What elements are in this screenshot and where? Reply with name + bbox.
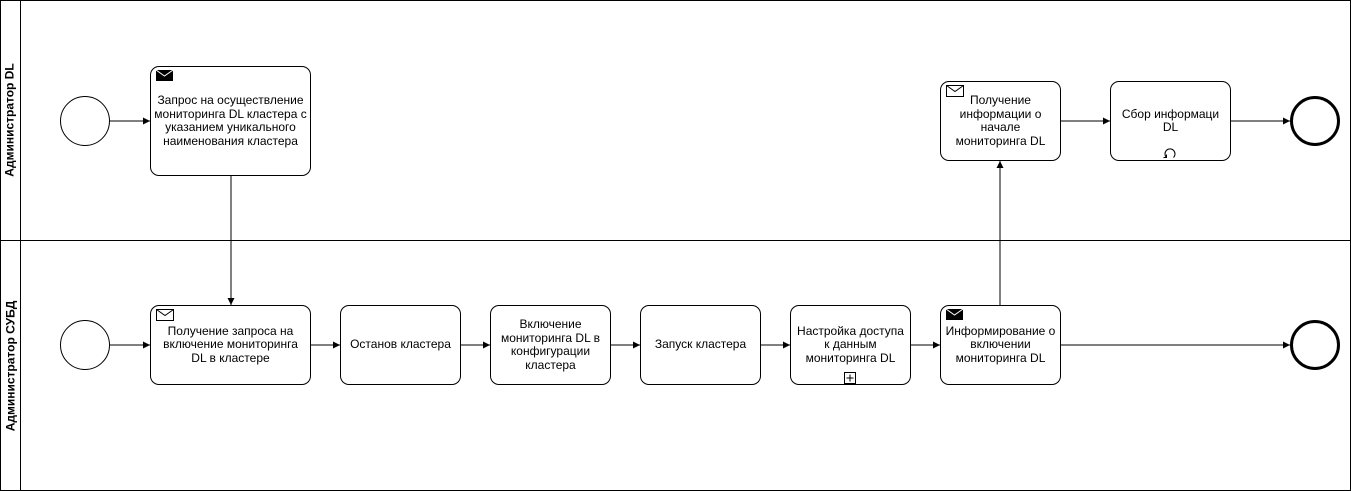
task-start-cluster[interactable]: Запуск кластера (640, 305, 761, 385)
task-label: Запуск кластера (654, 337, 747, 352)
end-event-dl-admin[interactable] (1290, 96, 1340, 146)
task-label: Включение мониторинга DL в конфигурации … (500, 317, 601, 372)
task-label: Останов кластера (350, 337, 451, 352)
lane-title: Администратор СУБД (3, 300, 18, 431)
task-setup-access[interactable]: Настройка доступа к данным мониторинга D… (790, 305, 911, 385)
task-label: Настройка доступа к данным мониторинга D… (797, 323, 904, 365)
lane-title: Администратор DL (3, 63, 17, 177)
lane-label-dbms-admin: Администратор СУБД (0, 240, 20, 491)
end-event-dbms-admin[interactable] (1290, 320, 1340, 370)
task-inform-enabled[interactable]: Информирование о включении мониторинга D… (940, 305, 1061, 385)
task-label: Информирование о включении мониторинга D… (945, 323, 1056, 365)
task-label: Получение информации о начале мониторинг… (955, 93, 1046, 148)
start-event-dbms-admin[interactable] (60, 320, 110, 370)
envelope-outline-icon (946, 85, 964, 97)
task-stop-cluster[interactable]: Останов кластера (340, 305, 461, 385)
envelope-outline-icon (156, 309, 174, 321)
task-receive-monitoring-info[interactable]: Получение информации о начале мониторинг… (940, 81, 1061, 161)
task-label: Получение запроса на включение мониторин… (163, 323, 298, 365)
start-event-dl-admin[interactable] (60, 96, 110, 146)
loop-icon (1163, 148, 1176, 158)
subprocess-plus-icon[interactable] (844, 372, 856, 384)
task-label: Запрос на осуществление мониторинга DL к… (154, 93, 307, 148)
task-label: Сбор информаци DL (1121, 106, 1220, 134)
lane-label-dl-admin: Администратор DL (0, 0, 20, 240)
task-enable-monitoring[interactable]: Включение мониторинга DL в конфигурации … (490, 305, 611, 385)
task-collect-info[interactable]: Сбор информаци DL (1110, 81, 1231, 161)
envelope-filled-icon (946, 309, 963, 320)
task-request-monitoring[interactable]: Запрос на осуществление мониторинга DL к… (150, 66, 311, 176)
envelope-filled-icon (156, 70, 173, 81)
task-receive-request[interactable]: Получение запроса на включение мониторин… (150, 305, 311, 385)
